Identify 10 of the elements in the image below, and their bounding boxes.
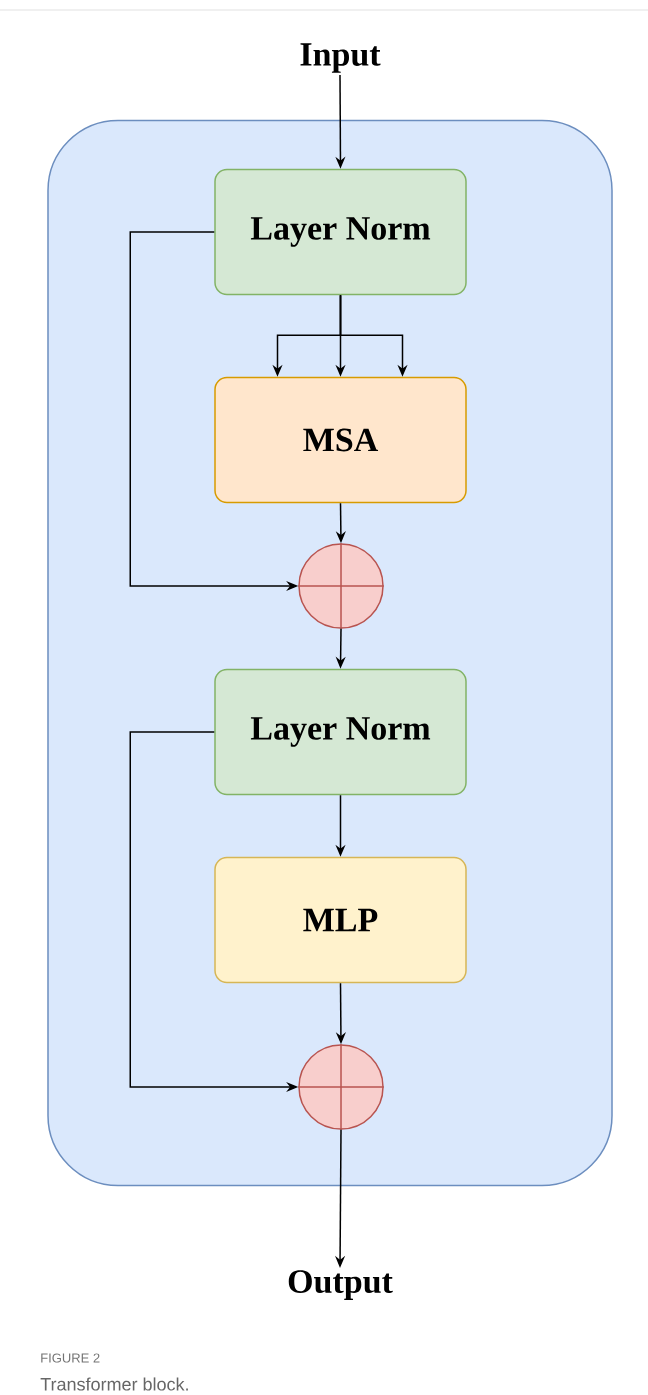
process-box: MLP [214,856,467,984]
input-label: Input [300,43,381,73]
process-box: Layer Norm [214,168,467,296]
process-box: Layer Norm [214,668,467,796]
add-circle [297,1043,385,1131]
add-circle [297,542,385,630]
caption: Transformer block. [40,1377,188,1391]
process-box: MSA [214,376,467,504]
figure-number: FIGURE 2 [41,1353,100,1363]
output-label: Output [288,1270,393,1300]
